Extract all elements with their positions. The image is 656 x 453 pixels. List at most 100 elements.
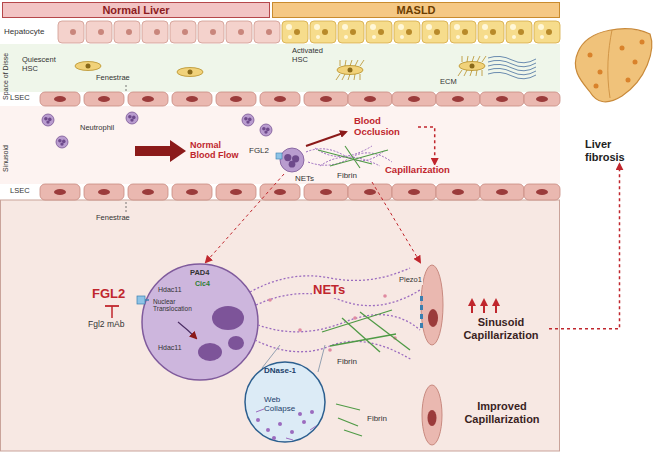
cell-nucleus [294,29,300,35]
annotation-label: ECM [440,78,457,87]
lipid-droplet [484,35,488,39]
lsec-cell [480,184,524,200]
cell-nucleus [274,189,286,195]
nucleus-lobe [246,120,249,123]
annotation-label: NETs [312,283,346,298]
liver-organ [575,29,651,102]
hepatocyte-cell [282,21,308,43]
net-strand [306,149,385,161]
annotation-label: Space of Disse [2,53,10,100]
cell-nucleus [428,410,437,426]
lipid-droplet [512,35,516,39]
nucleus-lobe [128,115,132,119]
lipid-droplet [400,35,404,39]
dna-fragment [302,420,306,424]
hsc-process [342,74,345,80]
leader-line [126,85,127,93]
hepatocyte-cell [534,21,560,43]
dna-fragment [298,412,302,416]
cell-nucleus [496,189,508,195]
space-of-disse [0,44,560,92]
liver-lobe-line [608,30,612,98]
annotation-label: Nuclear Translocation [153,298,199,313]
increase-arrow [483,300,485,313]
lipid-droplet [426,24,432,30]
zoom-line [372,182,420,262]
neutrophil-large [142,264,258,380]
fibrotic-spot [633,60,638,65]
piezo1-channel [420,323,423,328]
lsec-cell [84,184,124,200]
citrulline-dot [353,316,357,320]
hsc-process [355,60,358,66]
hepatocyte-cell [254,21,280,43]
ecm-fiber [488,64,536,70]
outcome-label: Liver fibrosis [583,138,656,163]
cell-nucleus [322,29,328,35]
lsec-cell [216,92,256,106]
lipid-droplet [454,24,460,30]
hepatocyte-cell [198,21,224,43]
dashed-connector [549,164,620,328]
node-text: Normal Liver [102,4,169,17]
hsc-process [462,56,463,62]
hsc-process [350,60,352,66]
nucleus-lobe [44,117,48,121]
annotation-label: Hdac11 [157,286,183,294]
hepatocyte-cell [142,21,168,43]
net-strand [255,340,412,360]
ecm-fiber [488,60,536,66]
hepatocyte-cell [114,21,140,43]
annotation-label: Sinusoid [2,145,10,172]
nucleus-lobe [58,139,62,143]
hsc-cell [337,66,363,75]
fibrin-strand [338,418,358,426]
cell-nucleus [470,64,475,69]
lsec-capillarized [421,265,443,345]
lipid-droplet [538,24,544,30]
increase-arrow [495,300,497,313]
cell-nucleus [320,189,332,195]
cell-nucleus [408,189,420,195]
hsc-process [340,60,341,66]
nucleus-lobe [130,118,133,121]
hsc-cell [75,62,101,71]
annotation-label: Fibrin [336,357,358,366]
nucleus-lobe [284,154,291,161]
hsc-process [360,60,364,66]
lsec-cell [172,184,212,200]
hsc-cell [459,62,485,71]
header-band: Normal Liver [2,2,270,18]
lipid-droplet [288,35,292,39]
fibrotic-spot [640,40,645,45]
hepatocyte-cell [450,21,476,43]
cell-nucleus [266,29,272,35]
lsec-cell [172,92,212,106]
lsec-cell [524,184,560,200]
fibrin-strand [330,150,388,166]
citrulline-dot [328,348,332,352]
hsc-process [472,56,474,62]
ecm-fiber [488,68,536,74]
annotation-label: Fgl2 mAb [88,320,124,330]
hepatocyte-cell [394,21,420,43]
lsec-cell [436,92,480,106]
cell-nucleus [230,96,242,102]
hsc-process [482,56,486,62]
inhibition-bar [105,305,119,307]
lsec-cell [40,184,80,200]
lipid-droplet [342,24,348,30]
cell-nucleus [238,29,244,35]
hepatocyte-cell [338,21,364,43]
dna-fragment [310,410,314,414]
cell-nucleus [462,29,468,35]
lsec-cell [304,92,348,106]
hsc-process [476,70,477,76]
annotation-label: Fibrin [366,414,388,423]
lsec-cell [392,184,436,200]
lsec-cell [524,92,560,106]
annotation-label: Fibrin [336,171,358,180]
dna-fragment [256,409,316,440]
translocation-arrow [178,322,196,338]
